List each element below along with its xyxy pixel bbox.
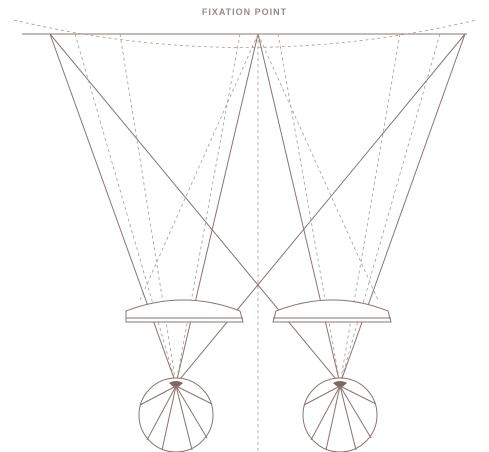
ray-left-to-right-eye (50, 34, 340, 384)
right-eye (303, 378, 377, 452)
dashed-ray-4 (340, 34, 440, 384)
right-lens (273, 300, 391, 322)
left-eye (139, 378, 213, 452)
dashed-ray-5 (120, 34, 176, 384)
ray-right-to-right-eye (340, 34, 465, 384)
dashed-ray-1 (75, 34, 176, 384)
ray-center-to-left-eye (176, 34, 258, 384)
dashed-ray-3 (278, 34, 340, 384)
ray-center-to-right-eye (258, 34, 340, 384)
dashed-ray-6 (340, 34, 400, 384)
ray-right-to-left-eye (176, 34, 465, 384)
left-lens (126, 300, 243, 322)
dashed-ray-2 (176, 34, 240, 384)
ray-left-to-left-eye (50, 34, 176, 384)
